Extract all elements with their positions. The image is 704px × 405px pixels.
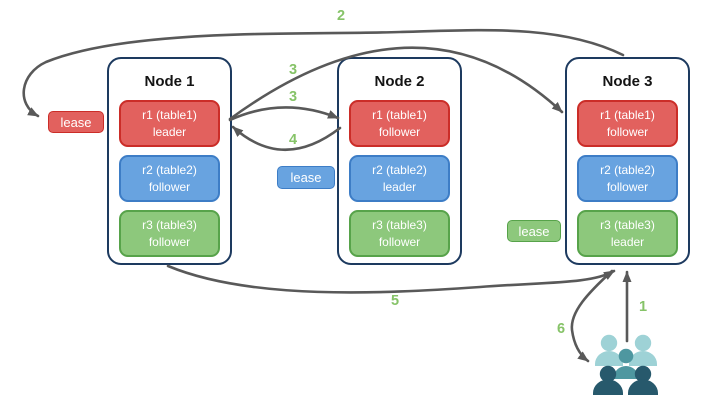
replica-r1-node3: r1 (table1) follower: [577, 100, 678, 147]
replica-role: follower: [378, 124, 421, 139]
replica-r2-node2: r2 (table2) leader: [349, 155, 450, 202]
replica-r2-node1: r2 (table2) follower: [119, 155, 220, 202]
replica-r3-node3: r3 (table3) leader: [577, 210, 678, 257]
replica-role: follower: [378, 234, 421, 249]
node-title: Node 3: [602, 73, 653, 90]
replica-r3-node2: r3 (table3) follower: [349, 210, 450, 257]
replica-role: follower: [606, 179, 649, 194]
replica-role: follower: [148, 179, 191, 194]
lease-badge-r2: lease: [277, 166, 335, 189]
replica-role: follower: [606, 124, 649, 139]
lease-badge-r3: lease: [507, 220, 561, 242]
node-title: Node 1: [144, 73, 195, 90]
step-label-3b: 3: [288, 89, 298, 105]
replica-name: r1 (table1): [600, 108, 655, 123]
replica-role: follower: [148, 234, 191, 249]
replica-name: r1 (table1): [142, 108, 197, 123]
arrow-step-5: [166, 264, 616, 294]
replica-name: r2 (table2): [372, 163, 427, 178]
node-2: Node 2 r1 (table1) follower r2 (table2) …: [337, 57, 462, 265]
step-label-3a: 3: [288, 62, 298, 78]
node-3: Node 3 r1 (table1) follower r2 (table2) …: [565, 57, 690, 265]
replica-role: leader: [610, 234, 645, 249]
arrow-step-4: [231, 125, 342, 152]
replica-role: leader: [152, 124, 187, 139]
lease-badge-r1: lease: [48, 111, 104, 133]
replica-name: r1 (table1): [372, 108, 427, 123]
step-label-5: 5: [390, 293, 400, 309]
node-title: Node 2: [374, 73, 425, 90]
replica-name: r2 (table2): [600, 163, 655, 178]
replica-r1-node1: r1 (table1) leader: [119, 100, 220, 147]
node-1: Node 1 r1 (table1) leader r2 (table2) fo…: [107, 57, 232, 265]
step-label-1: 1: [638, 299, 648, 315]
replica-r2-node3: r2 (table2) follower: [577, 155, 678, 202]
replica-name: r3 (table3): [372, 218, 427, 233]
replica-name: r3 (table3): [142, 218, 197, 233]
step-label-6: 6: [556, 321, 566, 337]
replica-r1-node2: r1 (table1) follower: [349, 100, 450, 147]
arrow-step-3-to-node2: [228, 106, 340, 122]
replica-role: leader: [382, 179, 417, 194]
replica-name: r3 (table3): [600, 218, 655, 233]
step-label-4: 4: [288, 132, 298, 148]
replica-name: r2 (table2): [142, 163, 197, 178]
users-group-icon: [593, 334, 658, 395]
step-label-2: 2: [336, 8, 346, 24]
replica-r3-node1: r3 (table3) follower: [119, 210, 220, 257]
